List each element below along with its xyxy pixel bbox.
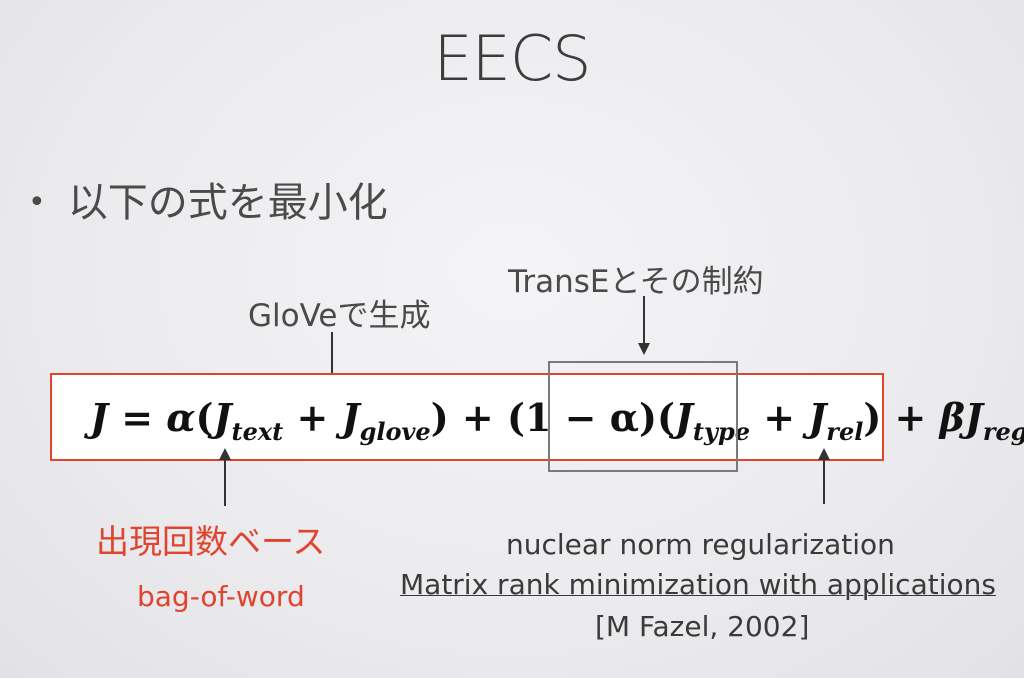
formula-j-reg: J <box>964 395 983 440</box>
formula-box <box>50 373 884 461</box>
transe-arrow-icon <box>638 343 650 355</box>
formula-one-minus-alpha: (1 − α) <box>506 395 657 440</box>
bag-of-word-annotation: bag-of-word <box>137 580 305 613</box>
formula-sub-glove: glove <box>359 417 431 446</box>
formula-plus: + <box>894 395 927 440</box>
formula-sub-text: text <box>231 417 284 446</box>
formula-j-type: J <box>674 395 693 440</box>
formula-equals: = <box>121 395 154 440</box>
glove-annotation: GloVeで生成 <box>248 298 431 334</box>
formula-alpha: α <box>166 395 196 440</box>
formula-plus: + <box>296 395 329 440</box>
formula-sub-reg: reg <box>982 417 1024 446</box>
formula-lhs: J <box>90 395 108 440</box>
glove-arrow-shaft <box>331 332 333 380</box>
formula-sub-type: type <box>692 417 750 446</box>
transe-highlight-box <box>548 361 738 472</box>
frequency-annotation: 出現回数ベース <box>96 522 326 561</box>
formula-close-paren: ) <box>863 395 882 440</box>
bullet-item: • 以下の式を最小化 <box>28 170 388 228</box>
formula-sub-rel: rel <box>826 417 864 446</box>
regularization-arrow-icon <box>818 448 830 460</box>
frequency-arrow-shaft <box>224 458 226 506</box>
frequency-arrow-icon <box>219 448 231 460</box>
formula-j-rel: J <box>808 395 827 440</box>
formula-close-paren: ) <box>430 395 449 440</box>
bullet-text: 以下の式を最小化 <box>67 180 388 226</box>
formula-open-paren: ( <box>656 395 675 440</box>
formula-open-paren: ( <box>195 395 214 440</box>
transe-annotation: TransEとその制約 <box>508 264 764 300</box>
nuclear-norm-annotation: nuclear norm regularization <box>506 528 895 561</box>
formula-beta: β <box>939 395 965 440</box>
slide-title: EECS <box>433 22 592 95</box>
reference-title-link[interactable]: Matrix rank minimization with applicatio… <box>400 568 996 601</box>
formula: J = α(Jtext + Jglove) + (1 − α)(Jtype + … <box>90 395 1024 446</box>
formula-j-glove: J <box>341 395 360 440</box>
formula-j-text: J <box>213 395 232 440</box>
bullet-dot-icon: • <box>28 185 46 220</box>
reference-citation: [M Fazel, 2002] <box>595 610 810 643</box>
transe-arrow-shaft <box>643 296 645 346</box>
formula-plus: + <box>763 395 796 440</box>
regularization-arrow-shaft <box>823 458 825 504</box>
formula-plus: + <box>461 395 494 440</box>
